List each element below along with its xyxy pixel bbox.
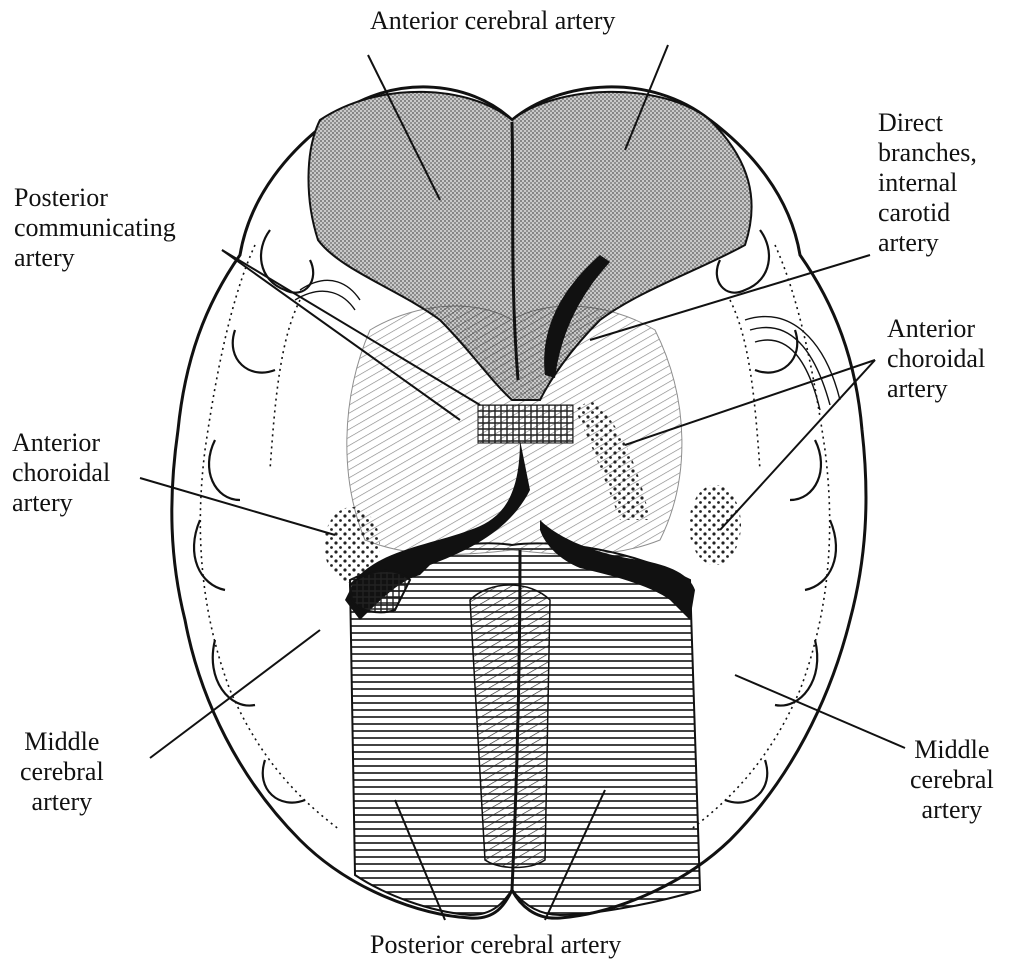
label-direct-branches-internal-carotid: Direct branches, internal carotid artery bbox=[878, 108, 977, 258]
anterior-choroidal-zone-right bbox=[689, 485, 741, 565]
label-anterior-choroidal-artery-right: Anterior choroidal artery bbox=[887, 314, 985, 404]
label-middle-cerebral-artery-left: Middle cerebral artery bbox=[20, 727, 104, 817]
posterior-communicating-area bbox=[478, 405, 573, 443]
label-posterior-communicating-artery: Posterior communicating artery bbox=[14, 183, 176, 273]
label-anterior-choroidal-artery-left: Anterior choroidal artery bbox=[12, 428, 110, 518]
label-posterior-cerebral-artery: Posterior cerebral artery bbox=[370, 930, 621, 960]
label-middle-cerebral-artery-right: Middle cerebral artery bbox=[910, 735, 994, 825]
label-anterior-cerebral-artery: Anterior cerebral artery bbox=[370, 6, 615, 36]
